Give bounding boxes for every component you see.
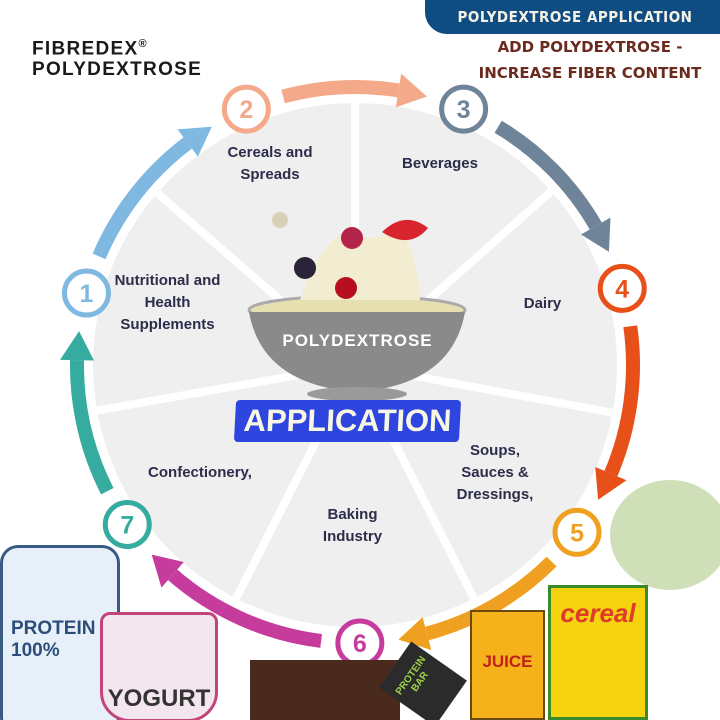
bowl — [249, 312, 465, 392]
step-label-3: Beverages — [402, 155, 478, 172]
protein-percent: 100% — [11, 640, 60, 661]
logo-line2: POLYDEXTROSE — [32, 59, 203, 81]
step-number-1: 1 — [80, 280, 94, 308]
arrow-head-icon — [177, 126, 212, 157]
title-banner: POLYDEXTROSE APPLICATION — [425, 0, 720, 34]
ring-arc-2 — [281, 80, 400, 104]
milk-splash — [300, 220, 420, 300]
subtitle-line2: INCREASE FIBER CONTENT — [478, 64, 702, 82]
registered-mark: ® — [138, 38, 148, 50]
chocolate-pieces — [250, 660, 400, 720]
ice-cream — [610, 480, 720, 590]
step-number-7: 7 — [120, 511, 134, 539]
step-label-5: Soups, Sauces & Dressings, — [456, 442, 534, 503]
subtitle-line1: ADD POLYDEXTROSE - — [497, 38, 683, 56]
arrow-head-icon — [595, 466, 627, 500]
arrow-head-icon — [60, 331, 95, 361]
yogurt-cup: YOGURT — [100, 612, 218, 720]
step-number-5: 5 — [570, 519, 584, 547]
arrow-head-icon — [581, 217, 611, 252]
arrow-head-icon — [398, 617, 432, 650]
hazelnut-icon — [272, 212, 288, 228]
step-number-2: 2 — [239, 96, 253, 124]
step-label-2: Cereals and Spreads — [227, 144, 313, 183]
step-label-4: Dairy — [523, 295, 562, 312]
step-number-6: 6 — [353, 630, 367, 658]
ring-arc-4 — [604, 325, 640, 477]
ring-arc-3 — [494, 120, 602, 230]
ring-arc-1 — [92, 137, 192, 260]
application-title: APPLICATION — [233, 400, 462, 442]
bowl-label: POLYDEXTROSE — [282, 331, 433, 350]
ring-arc-6 — [168, 569, 322, 648]
protein-label: PROTEIN — [11, 618, 96, 639]
step-number-4: 4 — [615, 275, 629, 303]
step-badge-3 — [439, 84, 489, 134]
cherry-icon — [335, 277, 357, 299]
step-number-3: 3 — [457, 96, 471, 124]
cereal-box: cereal — [548, 585, 648, 720]
cereal-label: cereal — [560, 598, 636, 628]
bowl-base — [307, 387, 407, 401]
strawberry-icon — [382, 219, 428, 241]
juice-carton: JUICE — [470, 610, 545, 720]
blackberry-icon — [294, 257, 316, 279]
arrow-head-icon — [395, 73, 427, 108]
step-label-6: Baking Industry — [322, 506, 383, 545]
ring-arc-5 — [425, 556, 557, 641]
raspberry-icon — [341, 227, 363, 249]
step-badge-2 — [221, 84, 271, 134]
step-label-7: Confectionery, — [148, 464, 252, 481]
yogurt-label: YOGURT — [107, 685, 211, 712]
step-label-1: Nutritional and Health Supplements — [114, 272, 221, 333]
logo-line1: FIBREDEX — [32, 38, 139, 60]
step-badge-7 — [102, 499, 152, 549]
step-badge-4 — [597, 263, 647, 313]
juice-label: JUICE — [482, 652, 533, 671]
step-badge-5 — [552, 507, 602, 557]
step-badge-1 — [61, 268, 111, 318]
logo: FIBREDEX® POLYDEXTROSE — [32, 34, 202, 80]
ring-arc-7 — [70, 360, 114, 495]
arrow-head-icon — [151, 554, 184, 588]
